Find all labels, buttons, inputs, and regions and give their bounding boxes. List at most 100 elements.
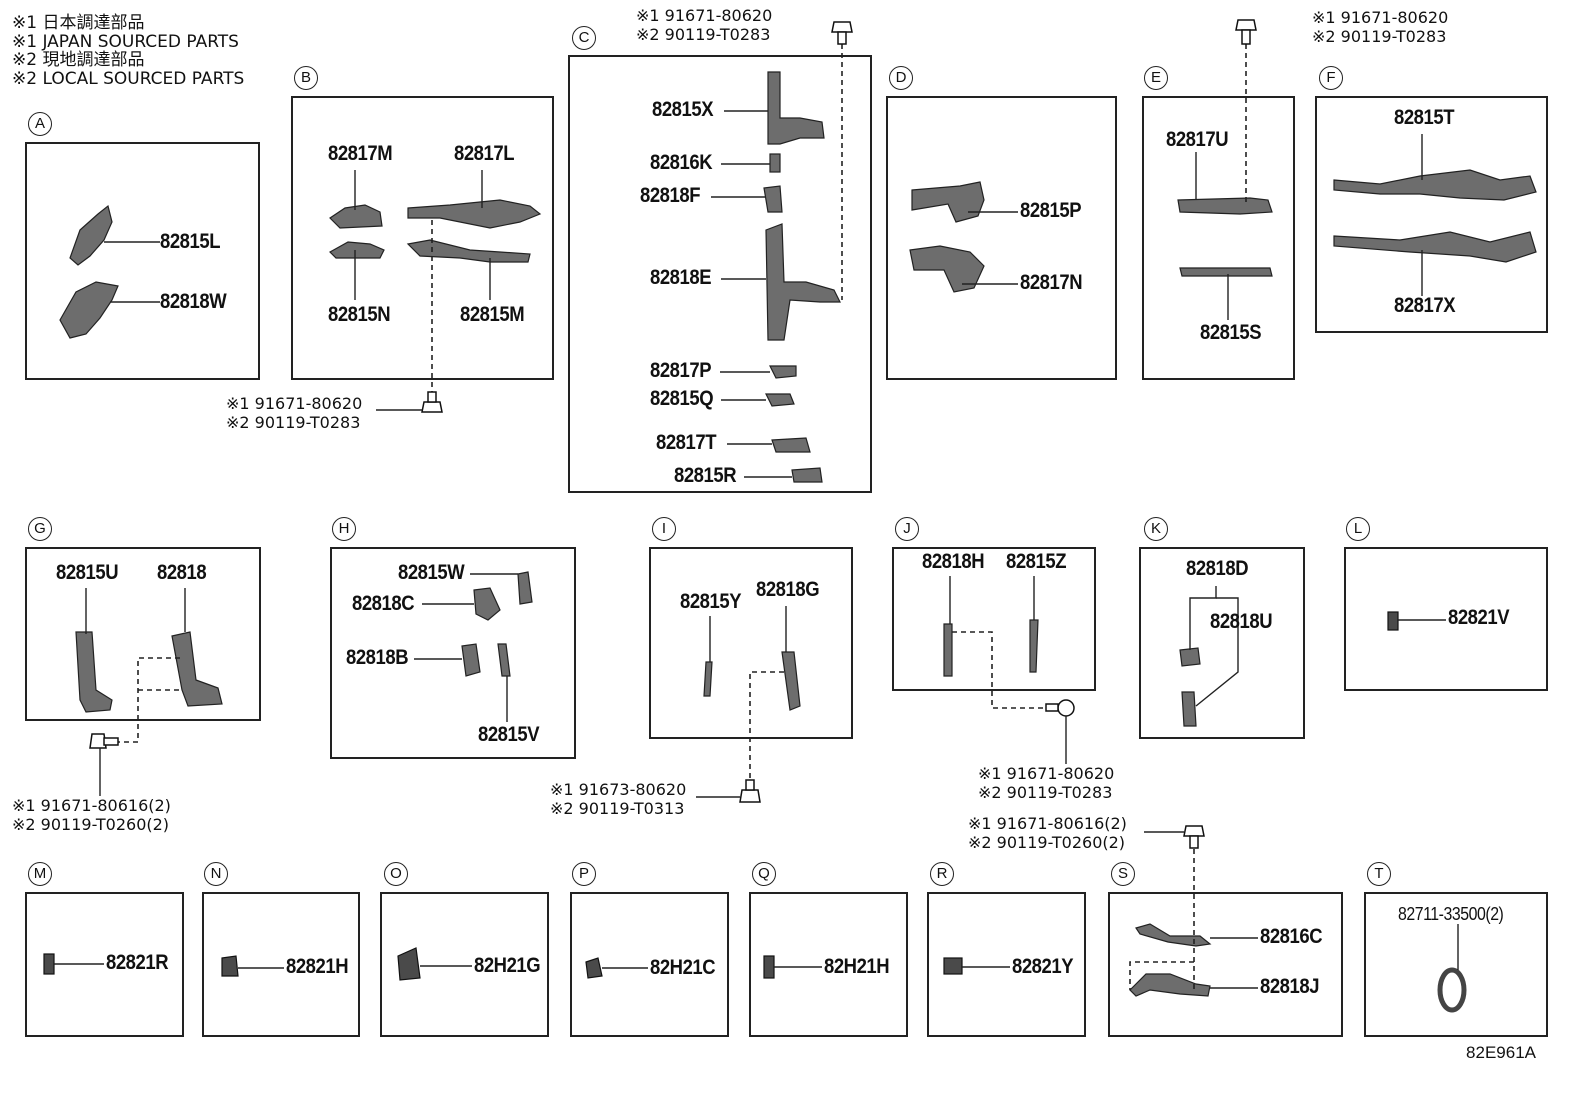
part-82821y-shape: [943, 957, 963, 975]
part-82815r-shape: [791, 467, 823, 483]
group-f-box: [1315, 96, 1548, 333]
part-number[interactable]: 82815M: [460, 303, 525, 326]
group-j-box: [892, 547, 1096, 691]
tag-a: A: [28, 112, 52, 136]
part-number[interactable]: 82818: [157, 561, 207, 584]
part-number[interactable]: 82818D: [1186, 557, 1249, 580]
part-number[interactable]: 82816K: [650, 151, 713, 174]
part-number[interactable]: 82817M: [328, 142, 393, 165]
part-number[interactable]: 82815X: [652, 98, 714, 121]
part-number[interactable]: 82818E: [650, 266, 712, 289]
group-a-box: [25, 142, 260, 380]
part-number[interactable]: 82817U: [1166, 128, 1229, 151]
part-82818u-shape: [1181, 691, 1197, 727]
tag-q: Q: [752, 862, 776, 886]
part-number[interactable]: 82815L: [160, 230, 221, 253]
note-line: ※1 91671-80616(2): [12, 796, 171, 815]
tag-r: R: [930, 862, 954, 886]
part-number[interactable]: 82817T: [656, 431, 717, 454]
part-82815z-shape: [1029, 619, 1039, 673]
part-number[interactable]: 82815S: [1200, 321, 1262, 344]
bolt-b-icon: [421, 391, 443, 413]
part-number[interactable]: 82818H: [922, 550, 985, 573]
tag-j: J: [895, 517, 919, 541]
part-number[interactable]: 82818U: [1210, 610, 1273, 633]
part-number[interactable]: 82816C: [1260, 925, 1323, 948]
part-82817t-shape: [771, 437, 811, 453]
part-number[interactable]: 82818J: [1260, 975, 1320, 998]
part-number[interactable]: 82815Z: [1006, 550, 1067, 573]
part-number[interactable]: 82821Y: [1012, 955, 1074, 978]
note-line: ※2 90119-T0313: [550, 799, 685, 818]
part-number[interactable]: 82815T: [1394, 106, 1455, 129]
part-number[interactable]: 82815U: [56, 561, 119, 584]
part-82818c-shape: [473, 587, 501, 621]
legend-line-4: ※2 LOCAL SOURCED PARTS: [12, 68, 245, 89]
group-s-box: [1108, 892, 1343, 1037]
part-number[interactable]: 82815N: [328, 303, 391, 326]
part-number[interactable]: 82815V: [478, 723, 540, 746]
part-number[interactable]: 82821R: [106, 951, 169, 974]
part-82818d-shape: [1179, 647, 1201, 667]
note-line: ※1 91671-80616(2): [968, 814, 1127, 833]
legend-line-1: ※1 日本調達部品: [12, 13, 145, 33]
bolt-note-c: ※1 91671-80620 ※2 90119-T0283: [636, 6, 772, 44]
part-82817u-shape: [1177, 197, 1273, 215]
part-82815q-shape: [765, 393, 795, 407]
tag-l: L: [1346, 517, 1370, 541]
part-number[interactable]: 82711-33500(2): [1398, 904, 1504, 924]
part-number[interactable]: 82H21G: [474, 954, 541, 977]
part-82816c-shape: [1135, 923, 1212, 947]
part-number[interactable]: 82815R: [674, 464, 737, 487]
part-number[interactable]: 82817P: [650, 359, 712, 382]
tag-m: M: [28, 862, 52, 886]
part-82818g-shape: [781, 651, 801, 711]
part-82815m-shape: [406, 239, 531, 263]
part-82815t-shape: [1333, 169, 1537, 201]
part-number[interactable]: 82821V: [1448, 606, 1510, 629]
part-number[interactable]: 82815P: [1020, 199, 1082, 222]
part-number[interactable]: 82818B: [346, 646, 409, 669]
part-number[interactable]: 82817L: [454, 142, 515, 165]
part-number[interactable]: 82815W: [398, 561, 465, 584]
tag-n: N: [204, 862, 228, 886]
part-82818f-shape: [763, 185, 783, 213]
bolt-note-b: ※1 91671-80620 ※2 90119-T0283: [226, 394, 362, 432]
note-line: ※2 90119-T0283: [1312, 27, 1447, 46]
part-number[interactable]: 82817N: [1020, 271, 1083, 294]
part-number[interactable]: 82815Q: [650, 387, 714, 410]
part-number[interactable]: 82817X: [1394, 294, 1456, 317]
part-number[interactable]: 82H21C: [650, 956, 716, 979]
group-t-box: [1364, 892, 1548, 1037]
part-82818h-shape: [943, 623, 953, 677]
group-q-box: [749, 892, 908, 1037]
note-line: ※2 90119-T0260(2): [12, 815, 170, 834]
legend: ※1 日本調達部品 ※1 JAPAN SOURCED PARTS ※2 現地調達…: [12, 14, 244, 88]
tag-c: C: [572, 26, 596, 50]
group-b-box: [291, 96, 554, 380]
part-82817n-shape: [909, 245, 985, 293]
part-number[interactable]: 82815Y: [680, 590, 742, 613]
legend-line-3: ※2 現地調達部品: [12, 50, 145, 70]
part-82h21g-shape: [397, 947, 421, 981]
part-82815s-shape: [1179, 267, 1273, 277]
tag-p: P: [572, 862, 596, 886]
part-82821v-shape: [1387, 611, 1399, 631]
bolt-note-s: ※1 91671-80616(2) ※2 90119-T0260(2): [968, 814, 1127, 852]
part-82818w-shape: [59, 281, 119, 339]
part-number[interactable]: 82818C: [352, 592, 415, 615]
part-82815n-shape: [329, 241, 385, 259]
note-line: ※1 91671-80620: [226, 394, 363, 413]
group-k-box: [1139, 547, 1305, 739]
part-number[interactable]: 82821H: [286, 955, 349, 978]
legend-line-2: ※1 JAPAN SOURCED PARTS: [12, 31, 239, 52]
part-82815l-shape: [69, 204, 113, 266]
bolt-i-icon: [739, 779, 761, 803]
part-number[interactable]: 82H21H: [824, 955, 890, 978]
part-number[interactable]: 82818W: [160, 290, 227, 313]
part-number[interactable]: 82818G: [756, 578, 820, 601]
part-number[interactable]: 82818F: [640, 184, 701, 207]
group-e-box: [1142, 96, 1295, 380]
part-82817l-shape: [407, 199, 542, 229]
